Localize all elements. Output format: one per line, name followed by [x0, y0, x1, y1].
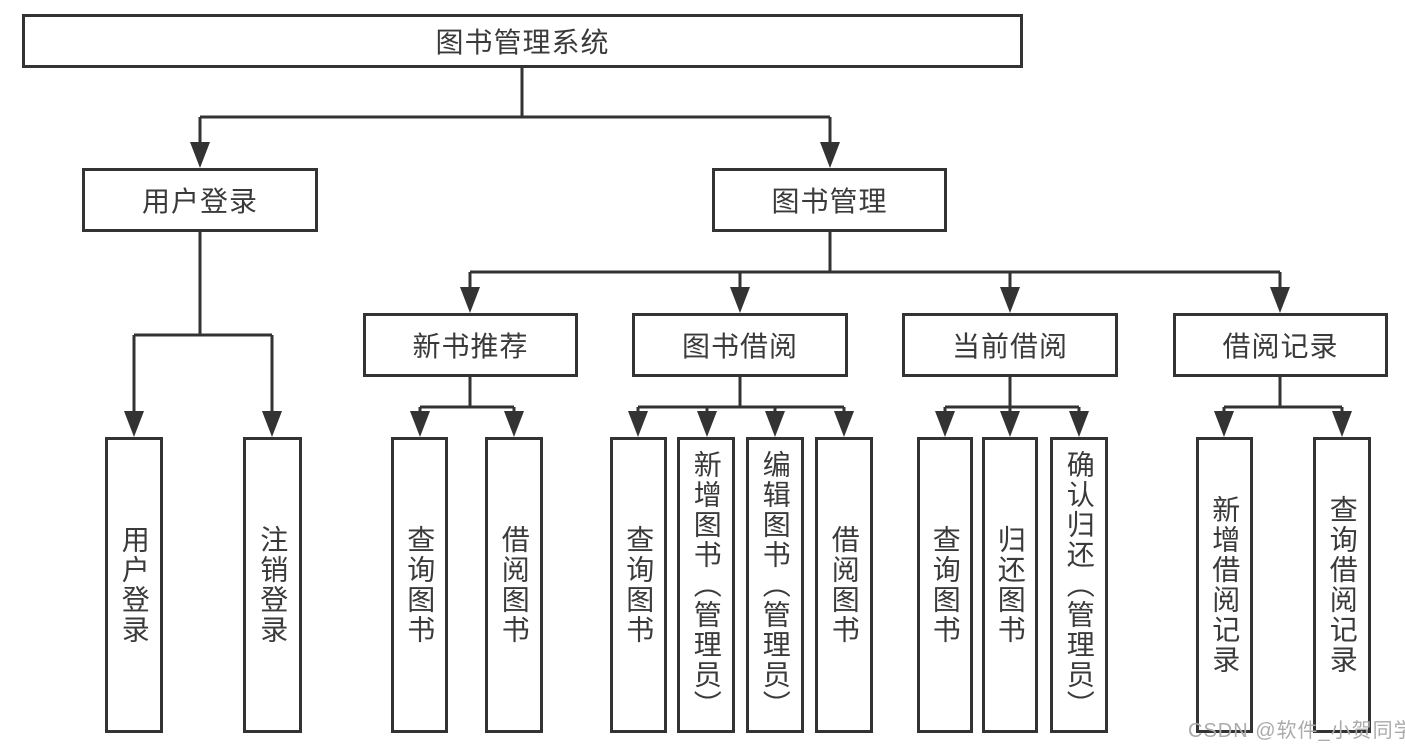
leaf-return-books: 归还图书: [982, 437, 1038, 733]
connector-arrowhead: [190, 142, 210, 168]
connector-arrowhead: [765, 411, 785, 437]
connector-arrowhead: [460, 287, 480, 313]
leaf-query-books-1: 查询图书: [391, 437, 448, 733]
node-label: 确认归还（管理员）: [1063, 450, 1095, 720]
node-book-management: 图书管理: [712, 168, 947, 232]
node-label: 图书借阅: [681, 331, 798, 362]
node-label: 借阅记录: [1222, 331, 1339, 362]
leaf-borrow-books-2: 借阅图书: [815, 437, 873, 733]
node-library-management-system: 图书管理系统: [22, 14, 1023, 68]
connector-arrowhead: [1332, 411, 1352, 437]
leaf-add-books-admin: 新增图书（管理员）: [677, 437, 735, 733]
node-label: 图书管理: [771, 186, 888, 217]
connector-arrowhead: [697, 411, 717, 437]
leaf-edit-books-admin: 编辑图书（管理员）: [746, 437, 804, 733]
connector-arrowhead: [834, 411, 854, 437]
node-label: 查询借阅记录: [1326, 495, 1358, 675]
connector-arrowhead: [935, 411, 955, 437]
node-label: 借阅图书: [498, 525, 530, 645]
node-label: 借阅图书: [828, 525, 860, 645]
leaf-logout: 注销登录: [243, 437, 302, 733]
leaf-query-books-2: 查询图书: [610, 437, 667, 733]
node-label: 新增图书（管理员）: [690, 450, 722, 720]
node-user-login: 用户登录: [82, 168, 318, 232]
connector-arrowhead: [262, 411, 282, 437]
connector-arrowhead: [410, 411, 430, 437]
connector-arrowhead: [1000, 287, 1020, 313]
node-borrowing-records: 借阅记录: [1173, 313, 1388, 377]
node-book-borrowing: 图书借阅: [632, 313, 848, 377]
node-label: 用户登录: [118, 525, 150, 645]
node-label: 归还图书: [994, 525, 1026, 645]
node-label: 当前借阅: [951, 331, 1068, 362]
connector-arrowhead: [1069, 411, 1089, 437]
leaf-user-login: 用户登录: [105, 437, 163, 733]
connector-arrowhead: [820, 142, 840, 168]
csdn-watermark: CSDN @软件_小贺同学: [1188, 720, 1405, 742]
leaf-add-borrow-record: 新增借阅记录: [1196, 437, 1253, 733]
node-current-borrowing: 当前借阅: [902, 313, 1118, 377]
node-label: 编辑图书（管理员）: [759, 450, 791, 720]
connector-arrowhead: [1270, 287, 1290, 313]
connector-arrowhead: [1000, 411, 1020, 437]
leaf-confirm-return-admin: 确认归还（管理员）: [1050, 437, 1108, 733]
connector-arrowhead: [628, 411, 648, 437]
node-label: 注销登录: [257, 525, 289, 645]
node-label: 查询图书: [623, 525, 655, 645]
leaf-borrow-books-1: 借阅图书: [485, 437, 543, 733]
connector-arrowhead: [730, 287, 750, 313]
node-label: 新增借阅记录: [1209, 495, 1241, 675]
node-label: 图书管理系统: [435, 27, 610, 58]
connector-arrowhead: [504, 411, 524, 437]
node-new-book-recommendation: 新书推荐: [363, 313, 578, 377]
connector-arrowhead: [1214, 411, 1234, 437]
node-label: 新书推荐: [412, 331, 529, 362]
node-label: 查询图书: [404, 525, 436, 645]
connector-arrowhead: [124, 411, 144, 437]
node-label: 用户登录: [141, 186, 258, 217]
node-label: 查询图书: [929, 525, 961, 645]
leaf-query-books-3: 查询图书: [917, 437, 973, 733]
leaf-query-borrow-record: 查询借阅记录: [1313, 437, 1371, 733]
